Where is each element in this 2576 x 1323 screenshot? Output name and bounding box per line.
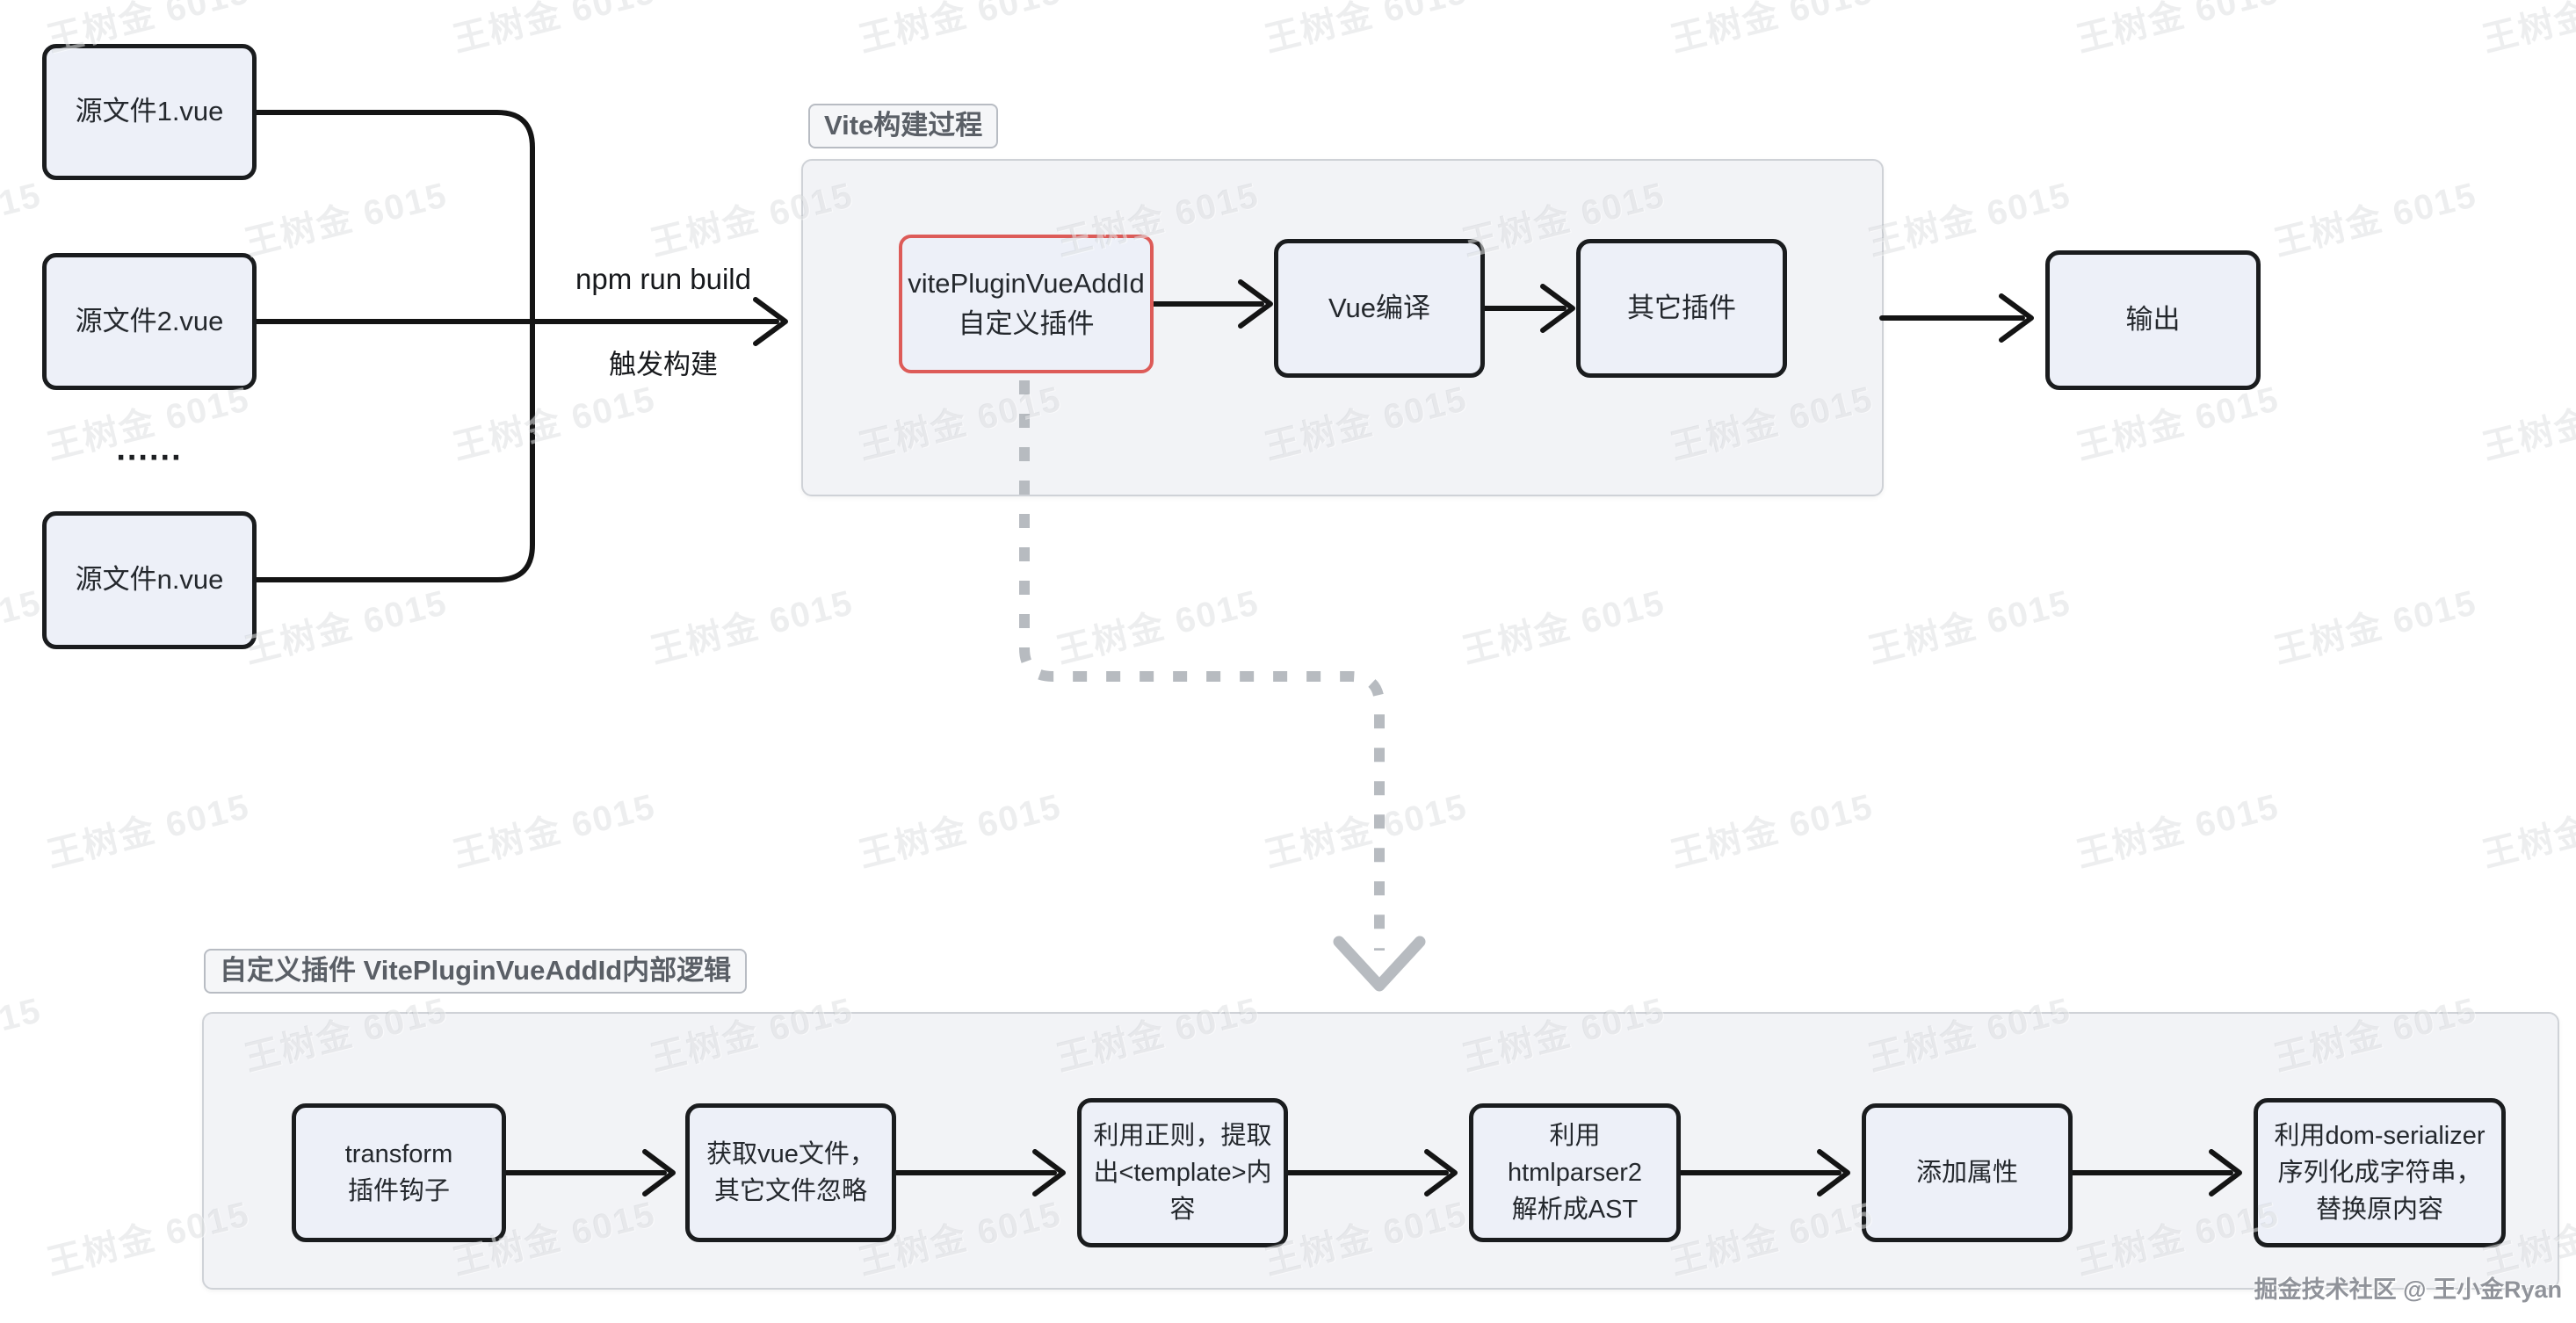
edge-step3-head xyxy=(1424,1149,1458,1196)
node-vite-plugin-vue-add-id: vitePluginVueAddId 自定义插件 xyxy=(899,235,1154,373)
edge-label-trigger-build: 触发构建 xyxy=(609,349,718,380)
node-step-transform-hook: transform 插件钩子 xyxy=(292,1103,506,1242)
edge-srcn-merge xyxy=(254,319,535,582)
node-other-plugins: 其它插件 xyxy=(1576,239,1787,378)
ellipsis-more-files: ...... xyxy=(116,430,183,468)
edge-step2-head xyxy=(1032,1149,1066,1196)
plugin-internal-container xyxy=(202,1012,2559,1290)
credit-watermark: 掘金技术社区 @ 王小金Ryan xyxy=(2254,1276,2562,1303)
edge-src1-merge xyxy=(254,110,535,324)
node-source-file-2: 源文件2.vue xyxy=(42,253,257,390)
node-step-htmlparser2-ast: 利用htmlparser2 解析成AST xyxy=(1469,1103,1681,1242)
node-step-dom-serializer: 利用dom-serializer 序列化成字符串，替换原内容 xyxy=(2254,1098,2506,1247)
dashed-drilldown-path xyxy=(1019,380,1385,951)
edge-step5-head xyxy=(2209,1149,2242,1196)
edge-container-output-head xyxy=(1999,293,2034,343)
edge-vue-other-head xyxy=(1540,284,1575,333)
edge-build-head xyxy=(753,297,788,346)
node-output: 输出 xyxy=(2045,250,2261,390)
node-vue-compile: Vue编译 xyxy=(1274,239,1485,378)
edge-step4-head xyxy=(1817,1149,1850,1196)
edge-plugin-vue-head xyxy=(1238,279,1273,329)
node-source-file-1: 源文件1.vue xyxy=(42,44,257,180)
node-source-file-n: 源文件n.vue xyxy=(42,511,257,649)
node-step-add-attribute: 添加属性 xyxy=(1862,1103,2073,1242)
plugin-internal-title: 自定义插件 VitePluginVueAddId内部逻辑 xyxy=(204,949,748,994)
node-step-get-vue-files: 获取vue文件，其它文件忽略 xyxy=(685,1103,896,1242)
node-step-regex-extract-template: 利用正则，提取出<template>内容 xyxy=(1077,1098,1288,1247)
vite-process-title: Vite构建过程 xyxy=(808,104,999,148)
edge-label-npm-run-build: npm run build xyxy=(575,263,751,295)
dashed-drilldown-arrowhead xyxy=(1333,936,1426,992)
edge-step1-head xyxy=(642,1149,676,1196)
